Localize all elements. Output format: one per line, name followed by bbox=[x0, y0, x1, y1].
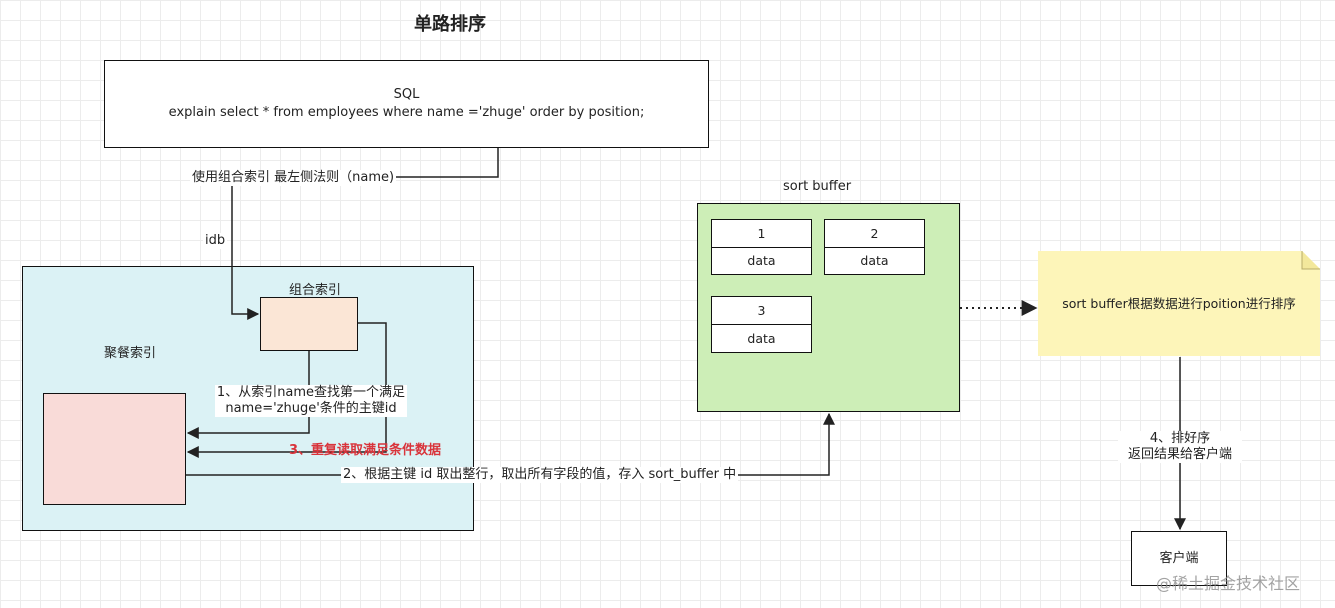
buffer-cell-2: 2 data bbox=[824, 219, 925, 275]
composite-index-node bbox=[260, 297, 358, 351]
step2-label: 2、根据主键 id 取出整行，取出所有字段的值，存入 sort_buffer 中 bbox=[341, 467, 739, 483]
diagram-title: 单路排序 bbox=[414, 14, 486, 35]
buffer-cell-3-data: data bbox=[747, 330, 776, 346]
step3-label: 3、重复读取满足条件数据 bbox=[289, 443, 442, 458]
buffer-cell-3: 3 data bbox=[711, 296, 812, 353]
sql-box: SQL explain select * from employees wher… bbox=[104, 60, 709, 148]
buffer-cell-1: 1 data bbox=[711, 219, 812, 275]
clustered-index-label: 聚餐索引 bbox=[104, 346, 157, 361]
sql-box-query: explain select * from employees where na… bbox=[168, 105, 645, 120]
step1-line2: name='zhuge'条件的主键id bbox=[225, 401, 397, 416]
buffer-cell-2-id: 2 bbox=[825, 220, 924, 248]
step1-label: 1、从索引name查找第一个满足 name='zhuge'条件的主键id bbox=[215, 385, 407, 417]
buffer-cell-3-id: 3 bbox=[712, 297, 811, 325]
composite-index-label: 组合索引 bbox=[289, 283, 342, 298]
buffer-cell-1-data: data bbox=[747, 253, 776, 268]
watermark: @稀土掘金技术社区 bbox=[1156, 574, 1301, 593]
sql-box-heading: SQL bbox=[393, 87, 420, 102]
sort-note: sort buffer根据数据进行poition进行排序 bbox=[1062, 296, 1296, 311]
note-shape bbox=[1038, 251, 1320, 356]
buffer-cell-1-id: 1 bbox=[712, 220, 811, 248]
clustered-index-row-block bbox=[43, 393, 186, 505]
client-box: 客户端 bbox=[1131, 531, 1227, 586]
idb-label: idb bbox=[203, 233, 228, 249]
step1-line1: 1、从索引name查找第一个满足 bbox=[216, 385, 406, 400]
step4-line1: 4、排好序 bbox=[1149, 431, 1211, 446]
buffer-cell-2-data: data bbox=[860, 253, 889, 268]
step4-label: 4、排好序 返回结果给客户端 bbox=[1118, 431, 1242, 463]
step4-line2: 返回结果给客户端 bbox=[1127, 447, 1232, 462]
composite-rule-label: 使用组合索引 最左侧法则（name) bbox=[190, 170, 397, 186]
sort-buffer-title: sort buffer bbox=[783, 179, 852, 194]
